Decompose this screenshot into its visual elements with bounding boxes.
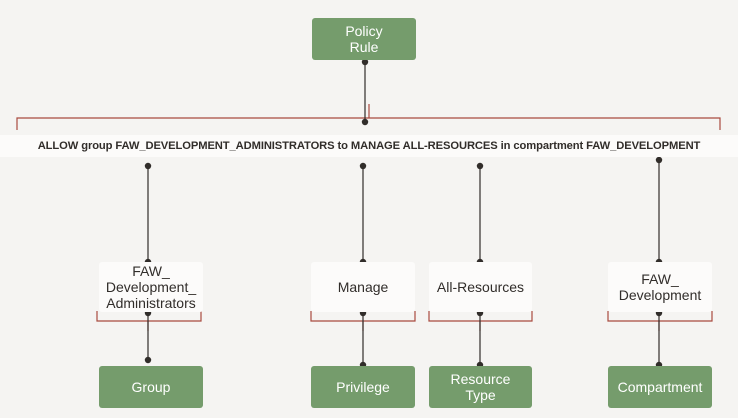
- group-category-box: Group: [99, 366, 203, 408]
- group-category-label: Group: [131, 379, 171, 395]
- compartment-value-box: FAW_ Development: [608, 262, 712, 312]
- compartment-category-box: Compartment: [608, 366, 712, 408]
- policy-rule-box: Policy Rule: [312, 18, 416, 60]
- privilege-category-label: Privilege: [336, 379, 390, 395]
- privilege-category-box: Privilege: [311, 366, 415, 408]
- compartment-value-label: FAW_ Development: [618, 271, 702, 303]
- group-value-connector-start-dot: [144, 162, 152, 170]
- privilege-value-connector-start-dot: [359, 162, 367, 170]
- privilege-value-box: Manage: [311, 262, 415, 312]
- resource-value-box: All-Resources: [429, 262, 532, 312]
- resource-category-box: Resource Type: [429, 366, 532, 408]
- root-connector-end-dot: [361, 118, 369, 126]
- compartment-value-connector-start-dot: [655, 156, 663, 164]
- resource-value-label: All-Resources: [436, 279, 525, 295]
- group-category-connector-end-dot: [144, 356, 152, 364]
- root-connector-start-dot: [361, 58, 369, 66]
- group-value-box: FAW_ Development_ Administrators: [99, 262, 203, 312]
- policy-statement: ALLOW group FAW_DEVELOPMENT_ADMINISTRATO…: [0, 135, 738, 157]
- resource-value-connector-start-dot: [476, 162, 484, 170]
- group-value-label: FAW_ Development_ Administrators: [105, 263, 197, 311]
- resource-category-label: Resource Type: [450, 371, 511, 403]
- privilege-value-label: Manage: [337, 279, 389, 295]
- compartment-category-label: Compartment: [617, 379, 703, 395]
- statement-bracket: [16, 117, 721, 130]
- policy-rule-label: Policy Rule: [345, 23, 383, 55]
